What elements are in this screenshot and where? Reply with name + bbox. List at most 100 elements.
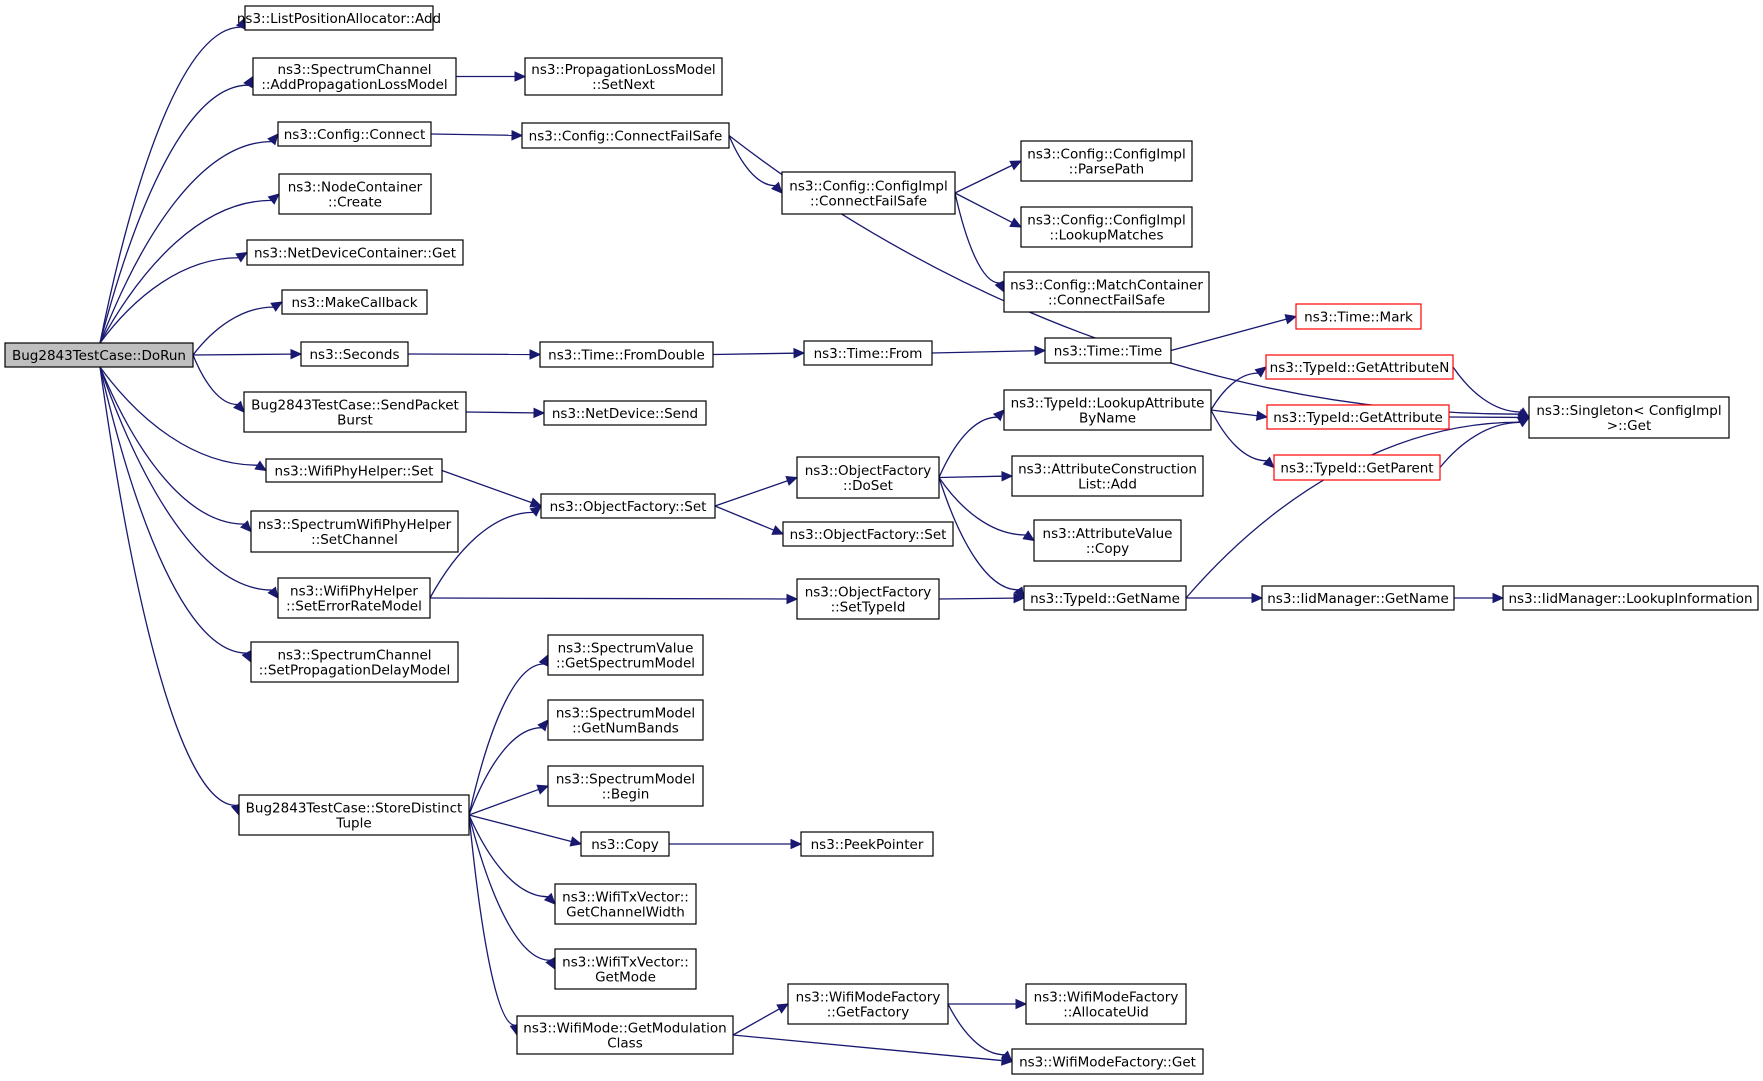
arrowhead-seconds-to-time_fromdouble [529, 349, 542, 360]
node-singleton-get[interactable]: ns3::Singleton< ConfigImpl>::Get [1528, 396, 1730, 439]
node-tid-getattr[interactable]: ns3::TypeId::GetAttribute [1266, 404, 1450, 430]
node-label: ns3::WifiTxVector:: [562, 890, 689, 906]
edge-time_time-to-time_mark [1170, 318, 1287, 352]
node-label: ns3::Time::FromDouble [548, 348, 705, 364]
node-wmf-alloc[interactable]: ns3::WifiModeFactory::AllocateUid [1025, 983, 1187, 1025]
node-sc-addplm[interactable]: ns3::SpectrumChannel::AddPropagationLoss… [252, 57, 457, 96]
node-ndc-get[interactable]: ns3::NetDeviceContainer::Get [246, 239, 464, 266]
node-mc-cfs[interactable]: ns3::Config::MatchContainer::ConnectFail… [1003, 271, 1210, 313]
node-box [781, 171, 956, 215]
node-iid-lookupinfo[interactable]: ns3::IidManager::LookupInformation [1502, 585, 1759, 611]
arrowhead-cfg_cfs-to-cfgimpl_cfs [771, 181, 783, 194]
node-layer: Bug2843TestCase::DoRun ns3::ListPositionA… [4, 5, 1759, 1075]
node-wph-seterm[interactable]: ns3::WifiPhyHelper::SetErrorRateModel [277, 577, 431, 619]
node-sm-getnb[interactable]: ns3::SpectrumModel::GetNumBands [547, 699, 704, 741]
node-time-time[interactable]: ns3::Time::Time [1044, 337, 1172, 364]
node-tid-getname[interactable]: ns3::TypeId::GetName [1023, 585, 1187, 611]
node-label: List::Add [1078, 477, 1137, 493]
node-label: ns3::NetDevice::Send [552, 406, 698, 422]
node-dorun[interactable]: Bug2843TestCase::DoRun [4, 342, 194, 368]
node-label: ns3::Seconds [310, 347, 400, 363]
edge-wph_set-to-of_set [441, 469, 532, 504]
node-peekptr[interactable]: ns3::PeekPointer [800, 831, 934, 857]
node-label: ::ConnectFailSafe [810, 194, 927, 210]
node-wtv-getcw[interactable]: ns3::WifiTxVector::GetChannelWidth [554, 883, 697, 925]
arrowhead-tid_lookup-to-tid_getparent [1262, 456, 1275, 469]
node-wph-set[interactable]: ns3::WifiPhyHelper::Set [265, 458, 443, 483]
node-sm-begin[interactable]: ns3::SpectrumModel::Begin [547, 765, 704, 807]
node-of-settypeid[interactable]: ns3::ObjectFactory::SetTypeId [796, 578, 940, 620]
node-wtv-getmode[interactable]: ns3::WifiTxVector::GetMode [554, 948, 697, 990]
edge-dorun-to-wph_seterm [99, 366, 272, 591]
node-box [1528, 396, 1730, 439]
node-box [265, 458, 443, 483]
node-label: ::AllocateUid [1063, 1005, 1149, 1021]
arrowhead-storedt-to-sm_getnb [537, 719, 549, 732]
node-box [243, 391, 467, 433]
node-swph-setchannel[interactable]: ns3::SpectrumWifiPhyHelper::SetChannel [250, 510, 459, 553]
node-time-mark[interactable]: ns3::Time::Mark [1295, 303, 1422, 330]
arrowhead-of_set-to-of_set2 [771, 525, 785, 535]
node-box [252, 57, 457, 96]
arrowhead-cfgimpl_cfs-to-cfgimpl_lookup [1009, 217, 1023, 228]
edge-tid_lookup-to-tid_getattr [1210, 409, 1258, 417]
node-box [277, 121, 432, 147]
edge-of_doset-to-acl_add [938, 475, 1003, 479]
node-label: ns3::SpectrumWifiPhyHelper [258, 517, 452, 533]
arrowhead-dorun-to-nc_create [267, 193, 280, 205]
node-makecb[interactable]: ns3::MakeCallback [281, 289, 428, 315]
node-of-doset[interactable]: ns3::ObjectFactory::DoSet [796, 456, 940, 499]
node-wmf-getfactory[interactable]: ns3::WifiModeFactory::GetFactory [787, 983, 949, 1025]
arrowhead-dorun-to-wph_seterm [267, 586, 279, 599]
node-nd-send[interactable]: ns3::NetDevice::Send [543, 400, 707, 426]
node-time-from[interactable]: ns3::Time::From [803, 340, 933, 366]
node-tid-getattrn[interactable]: ns3::TypeId::GetAttributeN [1265, 354, 1454, 380]
edge-dorun-to-sc_setpdm [99, 366, 247, 654]
node-box [1033, 519, 1182, 562]
node-cfg-connect[interactable]: ns3::Config::Connect [277, 121, 432, 147]
node-copy[interactable]: ns3::Copy [580, 831, 670, 857]
edge-wph_seterm-to-of_settypeid [429, 597, 788, 600]
node-cfgimpl-cfs[interactable]: ns3::Config::ConfigImpl::ConnectFailSafe [781, 171, 956, 215]
node-label: ::DoSet [843, 478, 893, 494]
node-lpa-add[interactable]: ns3::ListPositionAllocator::Add [237, 5, 441, 31]
node-label: ns3::WifiModeFactory [1034, 990, 1179, 1006]
node-nc-create[interactable]: ns3::NodeContainer::Create [278, 173, 432, 215]
node-cfgimpl-lookup[interactable]: ns3::Config::ConfigImpl::LookupMatches [1020, 206, 1193, 248]
node-seconds[interactable]: ns3::Seconds [300, 341, 409, 367]
node-box [244, 5, 434, 31]
node-label: ns3::SpectrumChannel [277, 648, 431, 664]
node-label: ::SetErrorRateModel [286, 599, 422, 615]
node-label: ns3::WifiTxVector:: [562, 955, 689, 971]
node-label: ns3::WifiPhyHelper::Set [275, 464, 434, 480]
node-sc-setpdm[interactable]: ns3::SpectrumChannel::SetPropagationDela… [250, 641, 459, 683]
edge-tid_getname-to-singleton_get [1185, 421, 1521, 599]
node-label: ns3::Time::Mark [1304, 310, 1413, 326]
node-label: ns3::Config::ConnectFailSafe [529, 129, 723, 145]
edge-cfgimpl_cfs-to-cfgimpl_parse [954, 164, 1013, 194]
arrowhead-copy-to-peekptr [790, 838, 803, 850]
node-cfgimpl-parse[interactable]: ns3::Config::ConfigImpl::ParsePath [1020, 140, 1193, 182]
node-of-set2[interactable]: ns3::ObjectFactory::Set [782, 521, 954, 547]
node-label: ns3::ObjectFactory::Set [550, 499, 707, 515]
node-plm-setnext[interactable]: ns3::PropagationLossModel::SetNext [524, 57, 723, 96]
node-box [1023, 585, 1187, 611]
node-tid-getparent[interactable]: ns3::TypeId::GetParent [1273, 454, 1441, 481]
node-iid-getname[interactable]: ns3::IidManager::GetName [1261, 585, 1455, 611]
edge-dorun-to-cfg_connect [99, 140, 272, 344]
node-of-set[interactable]: ns3::ObjectFactory::Set [540, 493, 716, 519]
node-label: ns3::Copy [591, 837, 659, 853]
node-time-fromdouble[interactable]: ns3::Time::FromDouble [539, 341, 714, 368]
node-label: GetMode [595, 970, 656, 986]
node-box [540, 493, 716, 519]
node-av-copy[interactable]: ns3::AttributeValue::Copy [1033, 519, 1182, 562]
edge-dorun-to-seconds [192, 353, 292, 356]
node-wmf-get[interactable]: ns3::WifiModeFactory::Get [1011, 1048, 1204, 1075]
node-sv-getsm[interactable]: ns3::SpectrumValue::GetSpectrumModel [547, 634, 704, 676]
node-cfg-cfs[interactable]: ns3::Config::ConnectFailSafe [521, 122, 730, 149]
